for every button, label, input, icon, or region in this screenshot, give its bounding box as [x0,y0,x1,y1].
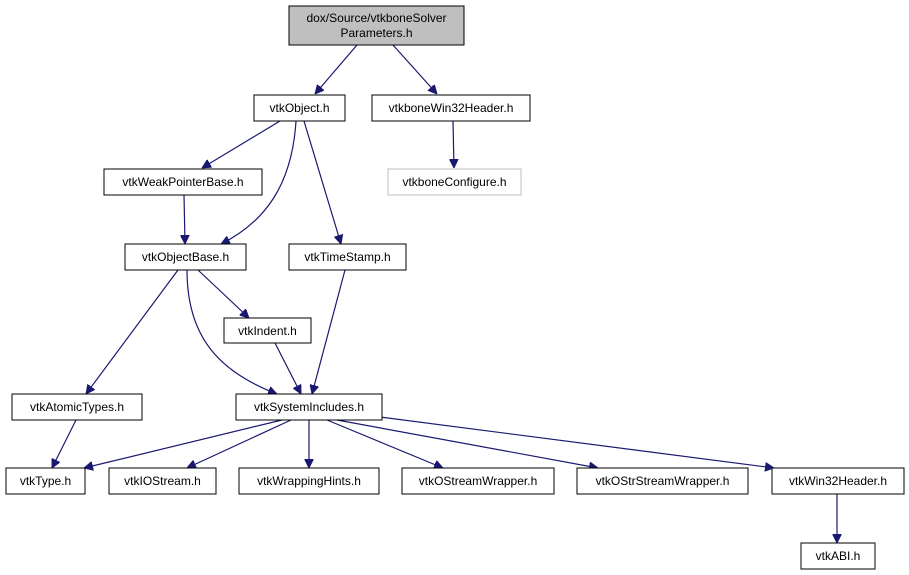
edge-vtkSystemIncludes-vtkIOStream [187,419,292,468]
edge-vtkObject-vtkTimeStamp [303,120,341,244]
node-vtkboneConfigure[interactable]: vtkboneConfigure.h [387,168,522,196]
node-vtkboneWin32Header[interactable]: vtkboneWin32Header.h [371,94,531,122]
edge-vtkWeakPointerBase-vtkObjectBase [184,194,185,244]
edge-root-vtkboneWin32Header [392,44,437,94]
edge-vtkSystemIncludes-vtkType [84,419,283,468]
node-vtkIOStream-label: vtkIOStream.h [124,474,201,488]
edge-vtkObject-vtkWeakPointerBase [202,120,281,168]
node-vtkWrappingHints[interactable]: vtkWrappingHints.h [238,467,380,495]
node-vtkWin32Header-label: vtkWin32Header.h [789,474,887,488]
node-root-file[interactable]: dox/Source/vtkboneSolver Parameters.h [288,5,465,46]
edge-vtkSystemIncludes-vtkWin32Header [379,416,774,468]
edge-vtkSystemIncludes-vtkOStrStreamWrapper [336,419,598,468]
edge-vtkObjectBase-vtkAtomicTypes [86,269,179,394]
edge-vtkObjectBase-vtkSystemIncludes [186,269,277,394]
edge-vtkObjectBase-vtkIndent [197,269,249,318]
node-vtkboneWin32Header-label: vtkboneWin32Header.h [389,101,514,115]
edge-root-vtkObject [315,44,358,94]
node-vtkIndent-label: vtkIndent.h [238,324,297,338]
edge-vtkAtomicTypes-vtkType [51,419,77,468]
edge-vtkObject-vtkObjectBase [221,120,297,245]
edges [51,44,837,543]
node-vtkABI[interactable]: vtkABI.h [800,542,876,570]
node-root-label-line2: Parameters.h [340,26,412,40]
node-root-label-line1: dox/Source/vtkboneSolver [306,11,446,25]
node-vtkType[interactable]: vtkType.h [5,467,86,495]
node-vtkOStrStreamWrapper-label: vtkOStrStreamWrapper.h [596,474,730,488]
node-vtkboneConfigure-label: vtkboneConfigure.h [402,175,506,189]
node-vtkTimeStamp[interactable]: vtkTimeStamp.h [288,243,407,271]
node-vtkObject-label: vtkObject.h [269,101,329,115]
nodes: dox/Source/vtkboneSolver Parameters.h vt… [5,5,905,570]
node-vtkWeakPointerBase-label: vtkWeakPointerBase.h [122,175,243,189]
node-vtkWeakPointerBase[interactable]: vtkWeakPointerBase.h [103,168,263,196]
node-vtkSystemIncludes-label: vtkSystemIncludes.h [254,400,364,414]
node-vtkOStreamWrapper-label: vtkOStreamWrapper.h [419,474,538,488]
node-vtkWrappingHints-label: vtkWrappingHints.h [257,474,361,488]
node-vtkSystemIncludes[interactable]: vtkSystemIncludes.h [235,393,383,421]
node-vtkIndent[interactable]: vtkIndent.h [223,317,312,344]
node-vtkAtomicTypes[interactable]: vtkAtomicTypes.h [11,393,143,421]
edge-vtkIndent-vtkSystemIncludes [274,342,302,394]
node-vtkObjectBase-label: vtkObjectBase.h [142,250,229,264]
node-vtkOStreamWrapper[interactable]: vtkOStreamWrapper.h [401,467,555,495]
edge-vtkboneWin32Header-vtkboneConfigure [453,120,454,168]
edge-vtkSystemIncludes-vtkOStreamWrapper [326,419,443,468]
node-vtkObject[interactable]: vtkObject.h [253,94,346,122]
node-vtkType-label: vtkType.h [20,474,71,488]
node-vtkAtomicTypes-label: vtkAtomicTypes.h [30,400,124,414]
node-vtkObjectBase[interactable]: vtkObjectBase.h [124,243,247,271]
edge-vtkTimeStamp-vtkSystemIncludes [312,269,346,394]
node-vtkIOStream[interactable]: vtkIOStream.h [108,467,217,495]
node-vtkTimeStamp-label: vtkTimeStamp.h [304,250,390,264]
node-vtkWin32Header[interactable]: vtkWin32Header.h [771,467,905,495]
node-vtkOStrStreamWrapper[interactable]: vtkOStrStreamWrapper.h [576,467,749,495]
node-vtkABI-label: vtkABI.h [816,549,861,563]
